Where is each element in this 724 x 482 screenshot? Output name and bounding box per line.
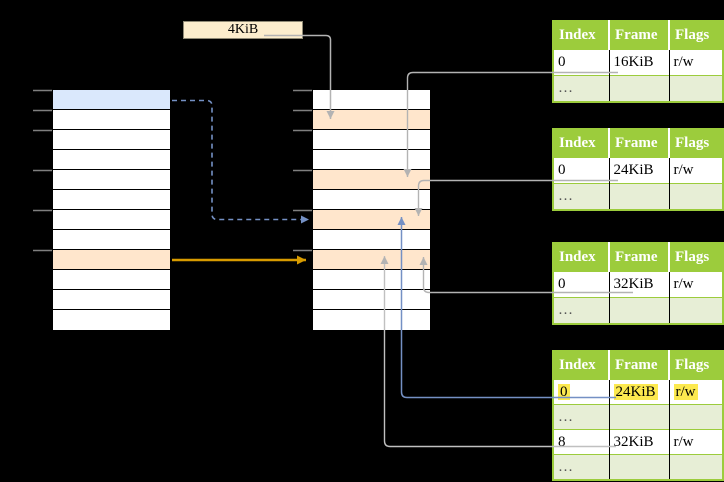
memory-row-white — [53, 290, 170, 310]
col-header-frame: Frame — [608, 21, 669, 50]
col-header-flags: Flags — [668, 243, 723, 272]
cell-frame: 24KiB — [608, 157, 669, 184]
cell-frame — [608, 454, 669, 480]
table-row: 0 16KiB r/w — [553, 49, 723, 76]
highlight-mark: 0 — [558, 383, 570, 400]
table-row-ellipsis: … — [553, 454, 723, 480]
highlight-mark: r/w — [673, 383, 698, 400]
cell-index: 0 — [553, 49, 609, 76]
cell-index: 0 — [553, 271, 609, 298]
memory-row-white — [53, 170, 170, 190]
page-table-2: Index Frame Flags 0 24KiB r/w … — [552, 128, 724, 211]
cell-frame — [608, 297, 669, 324]
memory-row-orange — [313, 170, 430, 190]
cell-index: … — [553, 75, 609, 102]
memory-row-orange — [53, 250, 170, 270]
physical-memory-table — [312, 89, 431, 331]
cell-flags — [668, 297, 723, 324]
memory-row-white — [53, 210, 170, 230]
memory-row-orange — [313, 250, 430, 270]
col-header-index: Index — [553, 243, 609, 272]
table-row-highlighted: 0 24KiB r/w — [553, 379, 723, 405]
cell-flags — [668, 454, 723, 480]
memory-row-white — [53, 190, 170, 210]
cell-flags: r/w — [668, 157, 723, 184]
page-table-3: Index Frame Flags 0 32KiB r/w … — [552, 242, 724, 325]
memory-row-white — [53, 230, 170, 250]
memory-row-orange — [313, 110, 430, 130]
highlight-mark: 24KiB — [613, 383, 658, 400]
table-row: 0 24KiB r/w — [553, 157, 723, 184]
cell-flags — [668, 404, 723, 430]
memory-row-white — [53, 150, 170, 170]
memory-row-white — [313, 230, 430, 250]
cell-flags — [668, 183, 723, 210]
memory-row-white — [313, 150, 430, 170]
cell-flags: r/w — [668, 429, 723, 455]
memory-row-white — [313, 90, 430, 110]
col-header-frame: Frame — [608, 351, 669, 380]
cell-frame — [608, 75, 669, 102]
col-header-frame: Frame — [608, 243, 669, 272]
page-size-label: 4KiB — [183, 21, 303, 39]
cell-flags: r/w — [668, 379, 723, 405]
memory-row-blue — [53, 90, 170, 110]
col-header-index: Index — [553, 21, 609, 50]
cell-frame: 32KiB — [608, 429, 669, 455]
table-header-row: Index Frame Flags — [553, 351, 723, 380]
cell-index: … — [553, 404, 609, 430]
table-row-ellipsis: … — [553, 183, 723, 210]
cell-flags — [668, 75, 723, 102]
col-header-frame: Frame — [608, 129, 669, 158]
table-row-ellipsis: … — [553, 297, 723, 324]
table-header-row: Index Frame Flags — [553, 129, 723, 158]
virtual-memory-table — [52, 89, 171, 331]
memory-row-white — [313, 290, 430, 310]
cell-index: 8 — [553, 429, 609, 455]
cell-frame: 16KiB — [608, 49, 669, 76]
cell-index: … — [553, 183, 609, 210]
cell-frame: 32KiB — [608, 271, 669, 298]
table-row-ellipsis: … — [553, 75, 723, 102]
cell-index: … — [553, 454, 609, 480]
page-table-1: Index Frame Flags 0 16KiB r/w … — [552, 20, 724, 103]
cell-flags: r/w — [668, 49, 723, 76]
col-header-flags: Flags — [668, 21, 723, 50]
memory-row-orange — [313, 210, 430, 230]
memory-row-white — [53, 110, 170, 130]
memory-row-white — [313, 270, 430, 290]
memory-row-white — [313, 130, 430, 150]
memory-row-white — [53, 270, 170, 290]
memory-row-white — [313, 310, 430, 330]
table-row-ellipsis: … — [553, 404, 723, 430]
cell-frame — [608, 404, 669, 430]
table-header-row: Index Frame Flags — [553, 243, 723, 272]
table-row: 0 32KiB r/w — [553, 271, 723, 298]
table-row: 8 32KiB r/w — [553, 429, 723, 455]
col-header-flags: Flags — [668, 351, 723, 380]
cell-frame: 24KiB — [608, 379, 669, 405]
col-header-index: Index — [553, 129, 609, 158]
memory-row-white — [53, 130, 170, 150]
arrow-virtual-page-translation — [172, 99, 309, 224]
cell-flags: r/w — [668, 271, 723, 298]
memory-row-white — [313, 190, 430, 210]
cell-frame — [608, 183, 669, 210]
cell-index: 0 — [553, 379, 609, 405]
cell-index: … — [553, 297, 609, 324]
col-header-index: Index — [553, 351, 609, 380]
page-table-4: Index Frame Flags 0 24KiB r/w … 8 32KiB … — [552, 350, 724, 481]
memory-row-white — [53, 310, 170, 330]
table-header-row: Index Frame Flags — [553, 21, 723, 50]
cell-index: 0 — [553, 157, 609, 184]
col-header-flags: Flags — [668, 129, 723, 158]
